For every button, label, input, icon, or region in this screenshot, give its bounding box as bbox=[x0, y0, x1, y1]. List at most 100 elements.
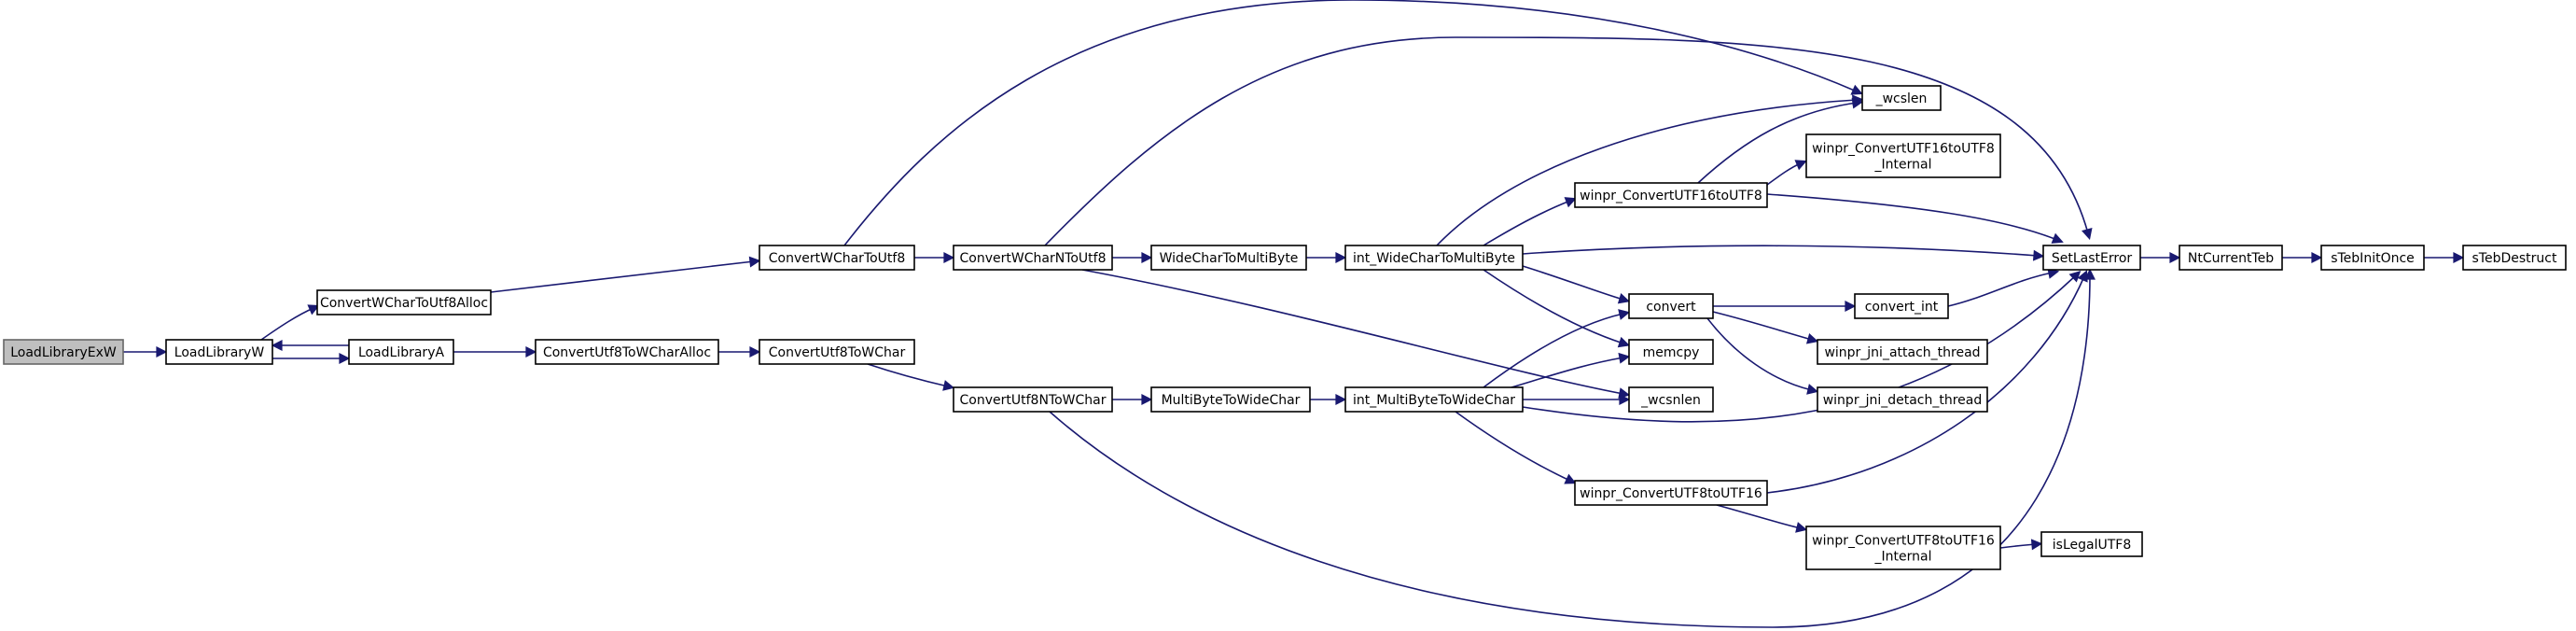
edge-MultiByteToWideChar-to-int_MultiByteToWideChar bbox=[1310, 394, 1347, 405]
edge-convert_int-to-SetLastError bbox=[1947, 268, 2060, 307]
node-winpr-jni-detach-thread[interactable]: winpr_jni_detach_thread bbox=[1817, 386, 1988, 413]
edge-ConvertUtf8ToWChar-to-ConvertUtf8NToWChar bbox=[867, 363, 955, 391]
node-label: winpr_jni_attach_thread bbox=[1824, 345, 1980, 360]
node-convertwchartoutf8[interactable]: ConvertWCharToUtf8 bbox=[759, 245, 915, 271]
node-winpr-convertutf16toutf8[interactable]: winpr_ConvertUTF16toUTF8 bbox=[1574, 182, 1768, 208]
node-loadlibraryw[interactable]: LoadLibraryW bbox=[165, 339, 273, 365]
edge-ConvertWCharToUtf8-to-ConvertWCharNToUtf8 bbox=[914, 252, 955, 263]
node-ntcurrentteb[interactable]: NtCurrentTeb bbox=[2179, 245, 2283, 271]
node-label: ConvertWCharToUtf8Alloc bbox=[320, 296, 488, 311]
node-label: _wcsnlen bbox=[1640, 393, 1701, 408]
edge-WideCharToMultiByte-to-int_WideCharToMultiByte bbox=[1306, 252, 1347, 263]
node-convertutf8towcharalloc[interactable]: ConvertUtf8ToWCharAlloc bbox=[535, 339, 719, 365]
node-convertwchartoutf8alloc[interactable]: ConvertWCharToUtf8Alloc bbox=[316, 289, 492, 316]
node-islegalutf8[interactable]: isLegalUTF8 bbox=[2040, 531, 2143, 557]
node-label: ConvertUtf8NToWChar bbox=[960, 393, 1107, 408]
node-convertwcharntoutf8[interactable]: ConvertWCharNToUtf8 bbox=[953, 245, 1113, 271]
edge-int_MultiByteToWideChar-to-convert bbox=[1483, 309, 1631, 388]
node-winpr-convertutf16toutf8-internal[interactable]: winpr_ConvertUTF16toUTF8_Internal bbox=[1805, 133, 2001, 178]
node-label: LoadLibraryExW bbox=[10, 345, 117, 360]
node-label: sTebInitOnce bbox=[2331, 251, 2415, 266]
node-convertutf8ntowchar[interactable]: ConvertUtf8NToWChar bbox=[953, 386, 1113, 413]
node-memcpy[interactable]: memcpy bbox=[1628, 339, 1714, 365]
edge-LoadLibraryW-to-LoadLibraryA bbox=[272, 353, 351, 364]
node-label: int_MultiByteToWideChar bbox=[1353, 393, 1515, 408]
node-convert[interactable]: convert bbox=[1628, 293, 1714, 319]
node-winpr-convertutf8toutf16-internal[interactable]: winpr_ConvertUTF8toUTF16_Internal bbox=[1805, 526, 2001, 570]
node-loadlibrarya[interactable]: LoadLibraryA bbox=[348, 339, 454, 365]
node-label: convert bbox=[1646, 300, 1696, 315]
node-int-widechartomultibyte[interactable]: int_WideCharToMultiByte bbox=[1344, 245, 1524, 271]
node-label: isLegalUTF8 bbox=[2053, 538, 2131, 553]
edge-convert-to-convert_int bbox=[1713, 301, 1857, 312]
node-winpr-jni-attach-thread[interactable]: winpr_jni_attach_thread bbox=[1817, 339, 1988, 365]
node-label: winpr_ConvertUTF16toUTF8 bbox=[1580, 189, 1762, 203]
edge-int_WideCharToMultiByte-to-winpr_ConvertUTF16toUTF8 bbox=[1483, 197, 1577, 246]
edge-winpr_ConvertUTF8toUTF16-to-winpr_ConvertUTF8toUTF16_Internal bbox=[1716, 504, 1808, 533]
edge-ConvertWCharToUtf8Alloc-to-ConvertWCharToUtf8 bbox=[490, 256, 761, 293]
node-int-multibytetowidechar[interactable]: int_MultiByteToWideChar bbox=[1344, 386, 1524, 413]
node-convertutf8towchar[interactable]: ConvertUtf8ToWChar bbox=[759, 339, 915, 365]
node-label: _Internal bbox=[1874, 158, 1932, 173]
edge-winpr_ConvertUTF8toUTF16-to-SetLastError bbox=[1766, 270, 2088, 494]
edge-winpr_ConvertUTF16toUTF8-to-_wcslen bbox=[1697, 97, 1864, 184]
edge-int_MultiByteToWideChar-to-memcpy bbox=[1511, 352, 1631, 388]
node-label: winpr_ConvertUTF8toUTF16 bbox=[1812, 534, 1995, 549]
edge-int_MultiByteToWideChar-to-_wcsnlen bbox=[1523, 394, 1631, 405]
edge-convert-to-winpr_jni_attach_thread bbox=[1712, 311, 1819, 344]
edge-sTebInitOnce-to-sTebDestruct bbox=[2424, 252, 2465, 263]
edge-convert-to-winpr_jni_detach_thread bbox=[1706, 317, 1819, 395]
node-setlasterror[interactable]: SetLastError bbox=[2042, 245, 2141, 271]
edge-winpr_ConvertUTF16toUTF8-to-SetLastError bbox=[1766, 193, 2064, 244]
edge-ConvertWCharNToUtf8-to-WideCharToMultiByte bbox=[1112, 252, 1153, 263]
node-convert-int[interactable]: convert_int bbox=[1854, 293, 1949, 319]
node-label: ConvertWCharToUtf8 bbox=[769, 251, 906, 266]
node-label: NtCurrentTeb bbox=[2188, 251, 2274, 266]
edge-int_MultiByteToWideChar-to-SetLastError bbox=[1522, 270, 2082, 423]
node-label: convert_int bbox=[1865, 300, 1939, 315]
node-label: ConvertWCharNToUtf8 bbox=[960, 251, 1107, 266]
node-label: memcpy bbox=[1643, 345, 1700, 360]
node-winpr-convertutf8toutf16[interactable]: winpr_ConvertUTF8toUTF16 bbox=[1574, 480, 1768, 506]
edge-int_WideCharToMultiByte-to-SetLastError bbox=[1522, 245, 2045, 261]
edge-int_MultiByteToWideChar-to-winpr_ConvertUTF8toUTF16 bbox=[1455, 411, 1577, 484]
edge-int_WideCharToMultiByte-to-memcpy bbox=[1483, 269, 1630, 348]
node-label: WideCharToMultiByte bbox=[1160, 251, 1299, 266]
edge-int_WideCharToMultiByte-to-convert bbox=[1522, 265, 1631, 304]
node-label: _Internal bbox=[1874, 550, 1932, 565]
edge-layer bbox=[123, 0, 2465, 628]
node-stebinitonce[interactable]: sTebInitOnce bbox=[2320, 245, 2425, 271]
edge-LoadLibraryA-to-ConvertUtf8ToWCharAlloc bbox=[453, 346, 537, 358]
edge-ConvertWCharNToUtf8-to-SetLastError bbox=[1044, 36, 2093, 246]
edge-ConvertWCharNToUtf8-to-_wcsnlen bbox=[1081, 269, 1631, 399]
node-label: LoadLibraryW bbox=[174, 345, 265, 360]
node-label: winpr_ConvertUTF8toUTF16 bbox=[1580, 486, 1762, 501]
node-loadlibraryexw[interactable]: LoadLibraryExW bbox=[3, 339, 124, 365]
node-multibytetowidechar[interactable]: MultiByteToWideChar bbox=[1150, 386, 1311, 413]
node-layer: LoadLibraryExW LoadLibraryW ConvertWCharTo… bbox=[3, 85, 2567, 570]
edge-ConvertWCharToUtf8-to-_wcslen bbox=[843, 0, 1863, 246]
node-label: LoadLibraryA bbox=[358, 345, 445, 360]
node--wcsnlen[interactable]: _wcsnlen bbox=[1628, 386, 1714, 413]
edge-ConvertUtf8NToWChar-to-MultiByteToWideChar bbox=[1112, 394, 1153, 405]
edge-winpr_ConvertUTF16toUTF8-to-winpr_ConvertUTF16toUTF8_Internal bbox=[1766, 160, 1807, 186]
edge-NtCurrentTeb-to-sTebInitOnce bbox=[2282, 252, 2323, 263]
edge-LoadLibraryW-to-ConvertWCharToUtf8Alloc bbox=[260, 304, 320, 341]
edge-SetLastError-to-NtCurrentTeb bbox=[2140, 252, 2181, 263]
node-label: MultiByteToWideChar bbox=[1162, 393, 1301, 408]
node-label: SetLastError bbox=[2052, 251, 2133, 266]
node-widechartomultibyte[interactable]: WideCharToMultiByte bbox=[1150, 245, 1307, 271]
node-label: _wcslen bbox=[1875, 91, 1928, 106]
node-label: ConvertUtf8ToWChar bbox=[769, 345, 906, 360]
node-label: int_WideCharToMultiByte bbox=[1353, 251, 1515, 266]
edge-winpr_ConvertUTF8toUTF16_Internal-to-isLegalUTF8 bbox=[1999, 539, 2043, 551]
node-stebdestruct[interactable]: sTebDestruct bbox=[2462, 245, 2567, 271]
node-label: winpr_ConvertUTF16toUTF8 bbox=[1812, 142, 1995, 157]
node--wcslen[interactable]: _wcslen bbox=[1861, 85, 1942, 111]
edge-ConvertUtf8NToWChar-to-SetLastError bbox=[1049, 268, 2096, 628]
edge-ConvertUtf8ToWCharAlloc-to-ConvertUtf8ToWChar bbox=[718, 346, 761, 358]
node-label: ConvertUtf8ToWCharAlloc bbox=[543, 345, 711, 360]
node-label: winpr_jni_detach_thread bbox=[1823, 393, 1983, 408]
edge-LoadLibraryA-to-LoadLibraryW bbox=[271, 340, 349, 351]
